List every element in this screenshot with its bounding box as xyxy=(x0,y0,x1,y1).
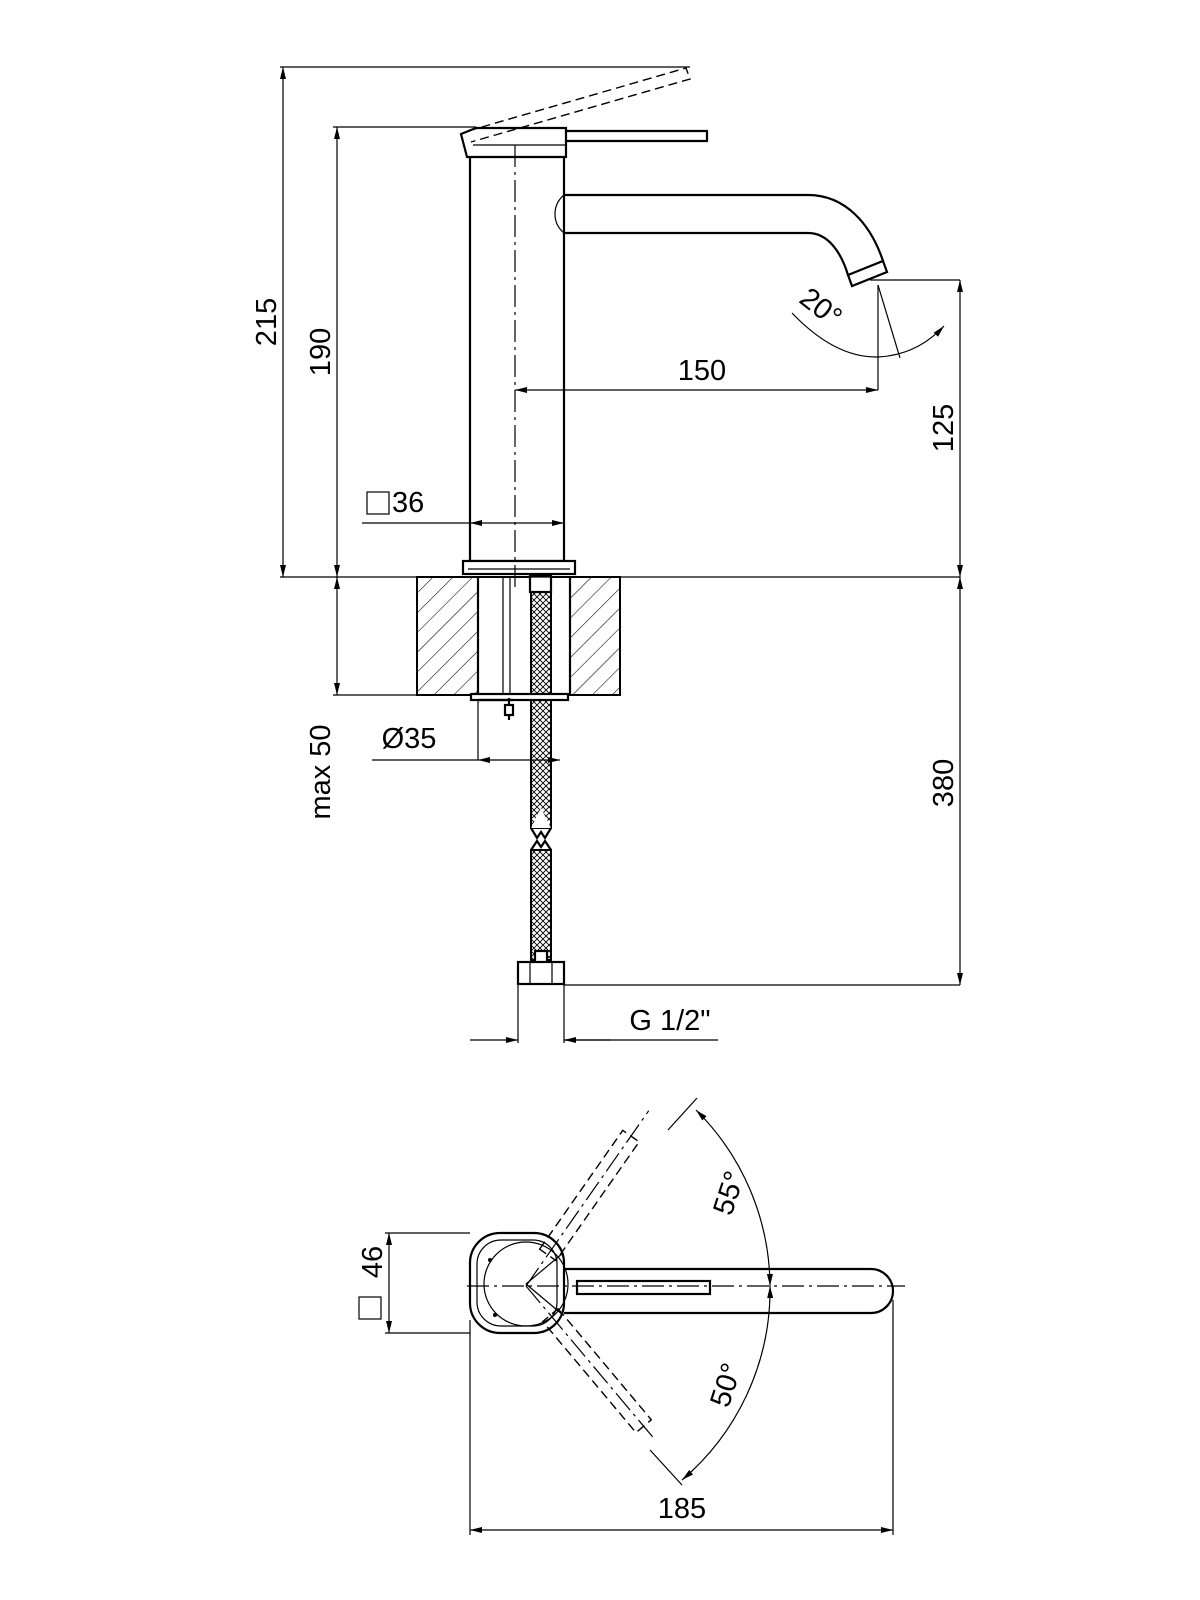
side-view: 215 190 125 380 max 50 150 20° 36 Ø35 G … xyxy=(251,66,963,1043)
label-185: 185 xyxy=(658,1493,706,1525)
label-g-half: G 1/2" xyxy=(629,1005,710,1037)
countertop-section xyxy=(416,576,621,696)
top-view-dimensions xyxy=(385,1232,894,1535)
square-symbol xyxy=(366,491,390,515)
dim-arc-20 xyxy=(791,312,945,358)
label-20-deg: 20° xyxy=(793,282,847,334)
label-55-deg: 55° xyxy=(707,1167,751,1219)
label-125: 125 xyxy=(928,404,960,452)
label-35: Ø35 xyxy=(382,723,437,755)
label-36: 36 xyxy=(392,487,424,519)
side-view-labels: 215 190 125 380 max 50 150 20° 36 Ø35 G … xyxy=(251,282,960,1037)
dimension-lines xyxy=(280,67,963,1043)
square-symbol-top xyxy=(358,1296,382,1320)
label-150: 150 xyxy=(678,355,726,387)
label-50-deg: 50° xyxy=(704,1359,748,1411)
extension-lines xyxy=(280,66,960,1043)
label-380: 380 xyxy=(928,759,960,807)
label-190: 190 xyxy=(305,328,337,376)
label-46: 46 xyxy=(357,1246,389,1278)
top-view: 46 55° 50° 185 xyxy=(357,1097,905,1535)
spout xyxy=(554,193,889,288)
supply-hose xyxy=(469,574,570,986)
label-max-50: max 50 xyxy=(305,724,337,819)
faucet-body xyxy=(459,67,709,590)
top-lever-rotations xyxy=(525,1097,774,1486)
label-215: 215 xyxy=(251,298,283,346)
